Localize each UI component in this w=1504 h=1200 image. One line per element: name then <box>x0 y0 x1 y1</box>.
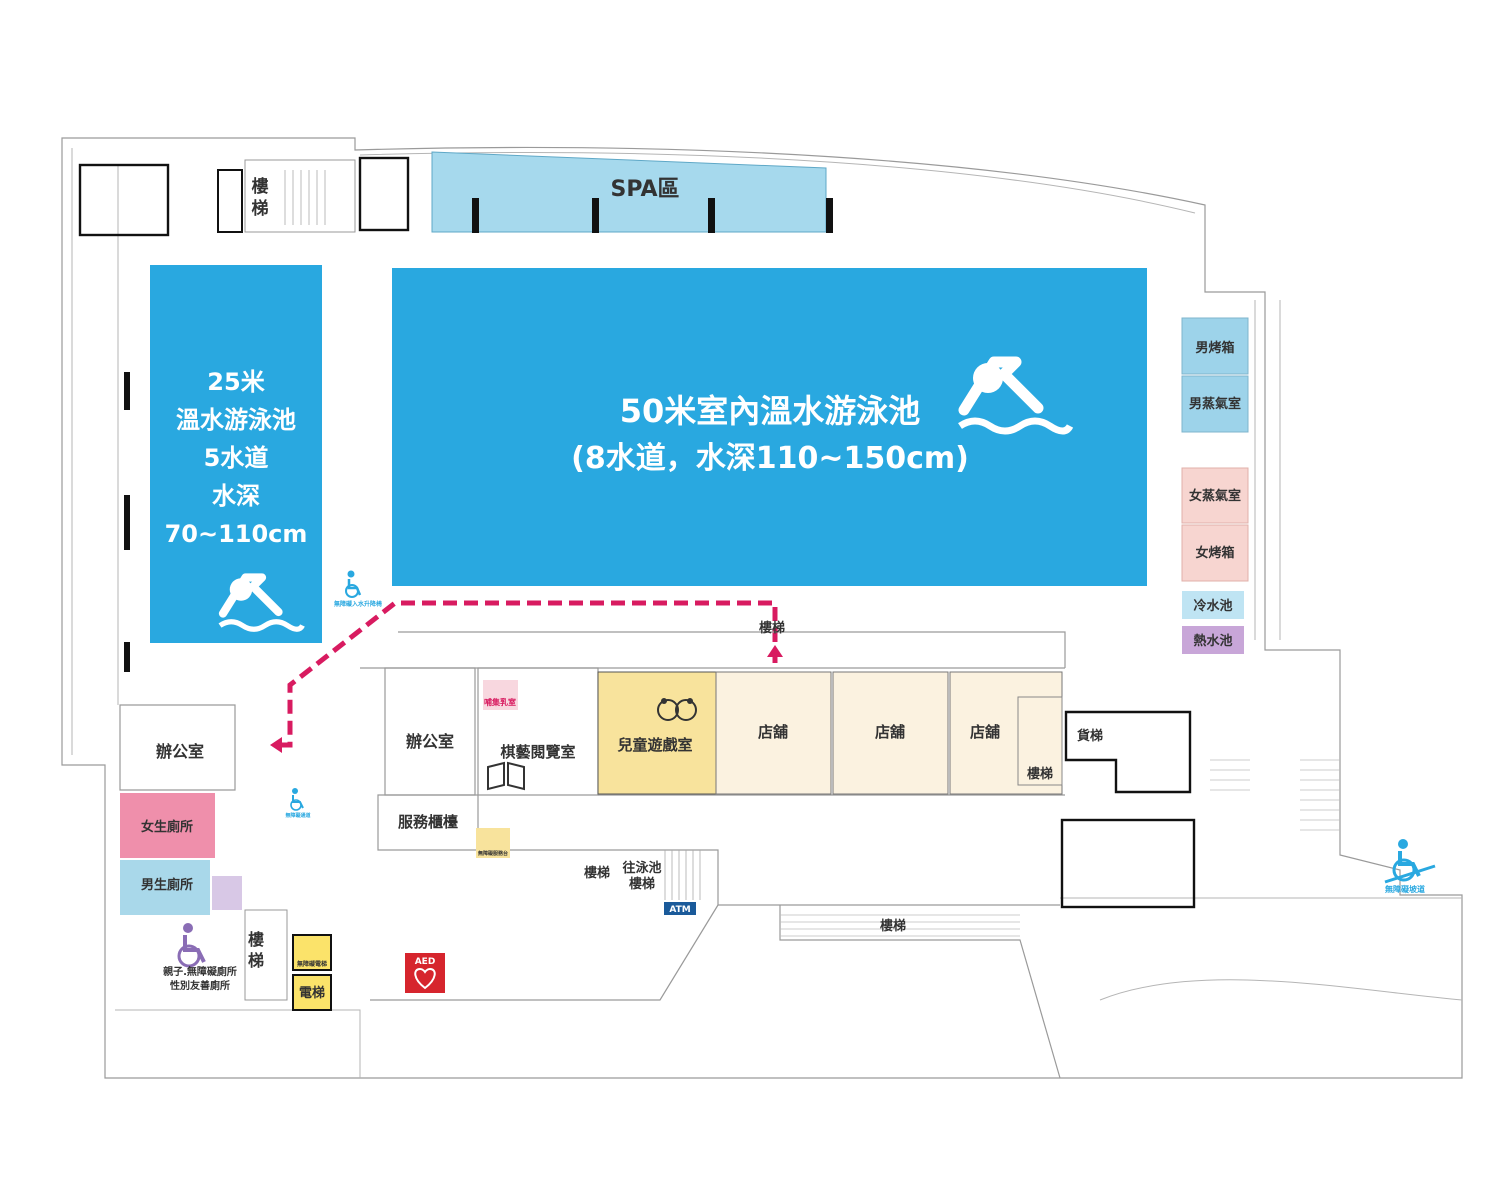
shop-2 <box>832 671 949 795</box>
wheelchair-icon <box>290 788 304 811</box>
nursing-room-label: 哺集乳室 <box>484 697 516 707</box>
pool-lift-label: 無障礙入水升降椅 <box>334 600 382 608</box>
accessible-path-label: 無障礙通道 <box>285 812 310 819</box>
building-outline <box>61 137 1463 1079</box>
stair-treads-top-left <box>284 170 326 225</box>
stair-center-label: 樓梯 <box>584 865 610 881</box>
stair-top-left <box>244 159 356 233</box>
stair-left-lower <box>244 909 288 1001</box>
pool-25m-line1: 25米 <box>207 368 264 396</box>
womens-toilet-label: 女生廁所 <box>141 819 193 835</box>
mens-toilet-label: 男生廁所 <box>141 877 193 893</box>
pool-25m-line4: 水深 <box>212 482 260 510</box>
atm-label: ATM <box>669 905 690 915</box>
shop-1-label: 店舖 <box>758 723 788 741</box>
route-arrow-left <box>270 737 282 753</box>
room-top <box>358 156 410 232</box>
bottom-stair-treads <box>780 914 1020 937</box>
stair-left-lower-label-2: 梯 <box>248 951 264 970</box>
cold-pool-label: 冷水池 <box>1193 598 1232 614</box>
female-steam-label: 女蒸氣室 <box>1189 488 1241 504</box>
pool-50m-subtitle: (8水道，水深110~150cm) <box>571 441 969 476</box>
room-right-lower <box>1060 818 1196 909</box>
female-steam-room <box>1181 467 1249 524</box>
cold-pool <box>1182 591 1244 619</box>
stair-label-top-left-1: 樓 <box>252 176 269 197</box>
nursing-room <box>483 680 518 710</box>
open-book-icon <box>487 761 525 791</box>
freight-elevator-label: 貨梯 <box>1077 728 1103 744</box>
stair-pool-label: 樓梯 <box>759 620 785 636</box>
shop-1 <box>715 671 832 795</box>
right-exterior-stair-treads <box>1210 759 1340 831</box>
kids-playroom <box>597 671 717 795</box>
to-pool-stairs-label-2: 樓梯 <box>629 876 655 892</box>
teddy-bear-icon <box>657 698 697 721</box>
elevator-label: 電梯 <box>299 985 325 1001</box>
atm-sign <box>664 902 696 915</box>
baby-change <box>212 876 242 910</box>
stair-shop-label: 樓梯 <box>1027 766 1053 782</box>
freight-room <box>1064 710 1192 794</box>
service-counter-label: 服務櫃檯 <box>398 813 458 831</box>
wheelchair-icon <box>177 923 206 968</box>
aed-heart-icon <box>414 967 436 990</box>
hot-pool-label: 熱水池 <box>1193 633 1232 649</box>
swimmer-icon <box>958 356 1074 435</box>
womens-toilet <box>120 793 215 858</box>
female-sauna-box <box>1181 524 1249 582</box>
center-stair-treads <box>664 850 701 900</box>
male-steam-label: 男蒸氣室 <box>1189 396 1241 412</box>
stair-bottom-label: 樓梯 <box>880 918 906 934</box>
stair-shop <box>1017 696 1063 786</box>
family-toilet-label-1: 親子.無障礙廁所 <box>163 965 237 978</box>
pool-50m-title: 50米室內溫水游泳池 <box>620 392 921 430</box>
storage-room-top-left <box>78 163 170 237</box>
aed-label: AED <box>415 957 436 967</box>
hot-pool <box>1182 626 1244 654</box>
stair-label-top-left-2: 梯 <box>252 198 269 219</box>
spa-columns <box>472 198 833 233</box>
stair-left-lower-label-1: 樓 <box>248 930 264 949</box>
female-sauna-box-label: 女烤箱 <box>1195 545 1234 561</box>
pool-25m-line2: 溫水游泳池 <box>176 406 296 434</box>
accessible-ramp-label: 無障礙坡道 <box>1385 884 1425 894</box>
lower-floor-walls <box>119 631 1066 1079</box>
spa-label: SPA區 <box>611 177 680 202</box>
accessible-elevator-label: 無障礙電梯 <box>297 960 327 968</box>
family-toilet-label-2: 性別友善廁所 <box>169 979 230 992</box>
swimmer-icon <box>218 573 305 632</box>
accessible-counter-label: 無障礙服務台 <box>478 850 508 857</box>
male-sauna-box-label: 男烤箱 <box>1195 340 1234 356</box>
male-sauna-box <box>1181 317 1249 375</box>
route-arrow-up <box>767 645 783 657</box>
mens-toilet <box>120 860 210 915</box>
kids-playroom-label: 兒童遊戲室 <box>617 736 692 754</box>
shop-2-label: 店舖 <box>875 723 905 741</box>
shop-3 <box>949 671 1063 795</box>
male-steam-room <box>1181 375 1249 433</box>
wheelchair-icon <box>345 570 362 598</box>
office-center-label: 辦公室 <box>406 732 454 751</box>
shaft <box>217 169 243 233</box>
pool-25m-columns <box>124 372 130 672</box>
accessible-elevator <box>292 934 332 971</box>
accessible-route-path <box>275 600 778 748</box>
to-pool-stairs-label-1: 往泳池 <box>622 860 661 876</box>
pool-25m-line3: 5水道 <box>204 444 269 472</box>
elevator <box>292 974 332 1011</box>
office-left-label: 辦公室 <box>156 742 204 761</box>
chess-reading-room-label: 棋藝閱覽室 <box>500 743 575 761</box>
pool-25m-line5: 70~110cm <box>165 520 308 548</box>
wheelchair-icon <box>1384 839 1436 884</box>
shop-3-label: 店舖 <box>970 723 1000 741</box>
accessible-counter <box>476 828 510 858</box>
